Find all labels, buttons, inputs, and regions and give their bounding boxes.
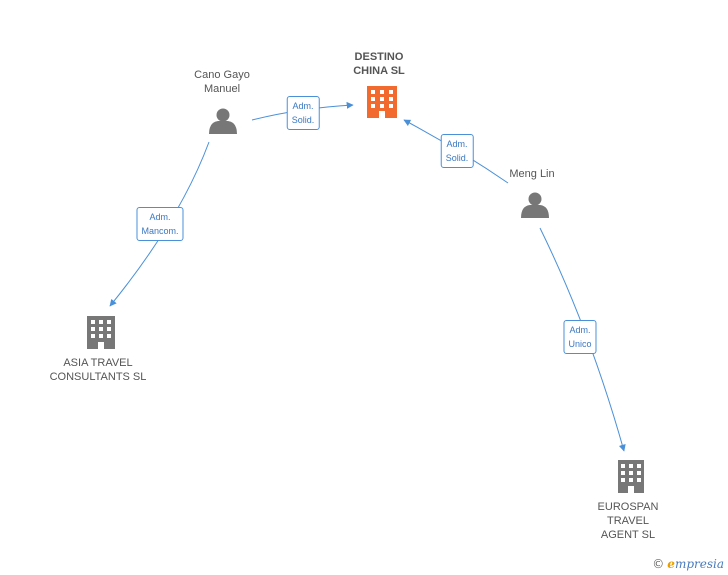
building-icon[interactable] bbox=[367, 86, 397, 118]
person-icon[interactable] bbox=[521, 192, 549, 219]
label-line: Adm. bbox=[446, 139, 468, 149]
label-line: DESTINO bbox=[354, 51, 404, 63]
label-line: CHINA SL bbox=[353, 65, 405, 77]
label-line: CONSULTANTS SL bbox=[49, 371, 147, 383]
person-label-cano-gayo[interactable]: Cano Gayo Manuel bbox=[194, 68, 250, 96]
label-line: Mancom. bbox=[141, 226, 179, 236]
company-label-destino-china[interactable]: DESTINO CHINA SL bbox=[353, 50, 405, 78]
copyright-symbol: © bbox=[652, 557, 665, 571]
label-line: Manuel bbox=[203, 83, 241, 95]
brand-name: mpresia bbox=[674, 557, 724, 571]
label-line: AGENT SL bbox=[600, 529, 656, 541]
label-line: ASIA TRAVEL bbox=[63, 357, 133, 369]
building-icon[interactable] bbox=[618, 460, 644, 493]
label-line: Adm. bbox=[569, 325, 591, 335]
brand-initial: e bbox=[667, 557, 675, 571]
label-line: Adm. bbox=[149, 212, 171, 222]
person-icon[interactable] bbox=[209, 108, 237, 135]
label-line: TRAVEL bbox=[607, 515, 649, 527]
company-label-eurospan[interactable]: EUROSPAN TRAVEL AGENT SL bbox=[598, 500, 659, 542]
person-label-meng-lin[interactable]: Meng Lin bbox=[509, 167, 554, 181]
label-line: Adm. bbox=[292, 101, 314, 111]
label-line: Cano Gayo bbox=[194, 69, 250, 81]
label-line: Solid. bbox=[445, 153, 469, 163]
company-label-asia-travel[interactable]: ASIA TRAVEL CONSULTANTS SL bbox=[50, 356, 147, 384]
label-line: Unico bbox=[568, 339, 592, 349]
edge-label-cano-destino: Adm. Solid. bbox=[286, 96, 320, 130]
edge-label-meng-destino: Adm. Solid. bbox=[440, 134, 474, 168]
building-icon[interactable] bbox=[87, 316, 115, 349]
label-line: Meng Lin bbox=[509, 168, 555, 180]
brand-logo[interactable]: ©empresia bbox=[652, 557, 724, 571]
edge-label-meng-eurospan: Adm. Unico bbox=[563, 320, 597, 354]
label-line: Solid. bbox=[291, 115, 315, 125]
label-line: EUROSPAN bbox=[597, 501, 659, 513]
edge-label-cano-asia: Adm. Mancom. bbox=[136, 207, 184, 241]
